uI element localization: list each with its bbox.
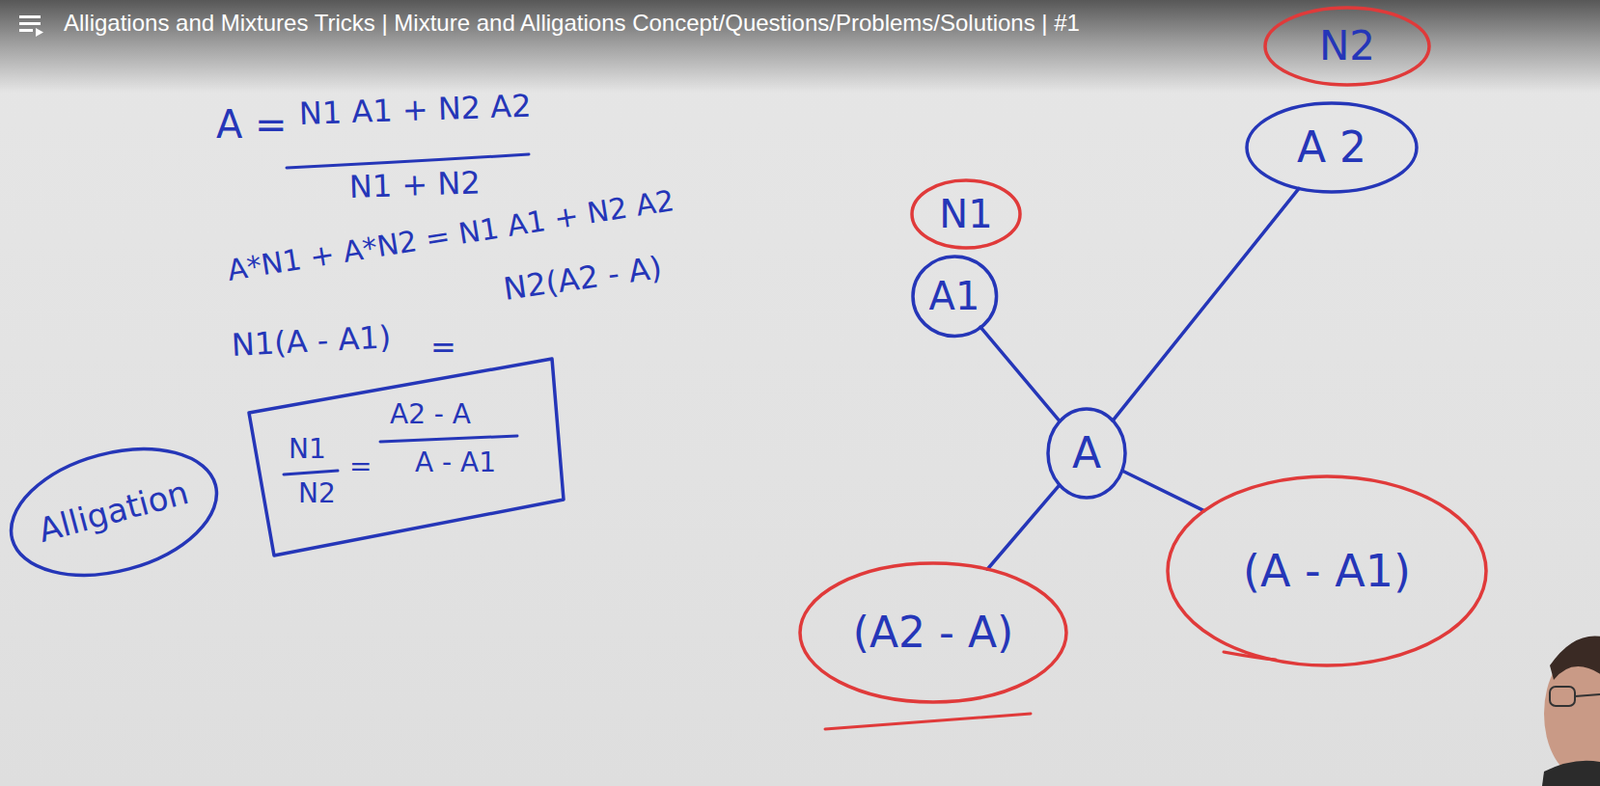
quantity-circle: N1: [910, 178, 1022, 250]
formula-box: N1N2 = A2 - A A - A1: [245, 355, 567, 560]
node-text: N2: [1319, 23, 1376, 70]
node-text: =: [349, 451, 372, 483]
formula-text: N1 A1 + N2 A2: [298, 88, 532, 133]
presenter: [1542, 635, 1600, 786]
mean-circle: A: [1046, 407, 1128, 500]
formula-text: N1 + N2: [348, 165, 481, 206]
value-circle: A1: [910, 254, 999, 338]
node-text: A2 - A: [389, 399, 471, 431]
node-text: N1: [938, 192, 993, 237]
formula-text: N1(A - A1): [230, 319, 392, 363]
formula-text: =: [430, 330, 457, 366]
topic-ellipse: Alligation: [6, 451, 221, 574]
node-text: N1: [288, 434, 327, 466]
node-text: A 2: [1296, 123, 1367, 173]
formula-text: A =: [216, 102, 288, 147]
node-text: A - A1: [414, 447, 497, 479]
node-text: (A2 - A): [853, 608, 1014, 659]
underline-stroke: [825, 714, 1031, 730]
connector-line: [980, 327, 1060, 422]
difference-ellipse: (A - A1): [1165, 474, 1489, 668]
video-title: Alligations and Mixtures Tricks | Mixtur…: [63, 8, 1080, 38]
node-text: N2: [298, 478, 336, 510]
value-circle: A 2: [1244, 101, 1419, 194]
node-text: (A - A1): [1242, 546, 1411, 598]
connector-line: [1112, 188, 1299, 421]
fraction-bar: [286, 154, 529, 168]
difference-ellipse: (A2 - A): [798, 561, 1069, 705]
formula-text: N2(A2 - A): [500, 249, 664, 307]
node-text: A1: [929, 274, 981, 319]
connector-line: [1122, 470, 1205, 512]
playlist-icon: [17, 11, 49, 41]
node-text: Alligation: [34, 474, 194, 552]
connector-line: [987, 485, 1060, 570]
node-text: A: [1072, 429, 1102, 479]
quantity-circle: N2: [1263, 5, 1432, 87]
